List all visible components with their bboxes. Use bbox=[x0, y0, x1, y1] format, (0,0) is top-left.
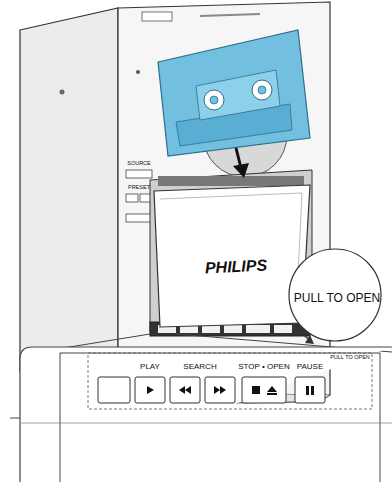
button-face bbox=[205, 377, 235, 403]
control-label: PRESET bbox=[121, 184, 157, 190]
deck-button bbox=[170, 377, 200, 403]
forward-symbol bbox=[214, 386, 226, 394]
deck-button bbox=[295, 377, 325, 403]
panel-edge bbox=[20, 423, 392, 424]
deck-key bbox=[274, 325, 292, 333]
cassette-shell bbox=[158, 30, 310, 156]
unit-front bbox=[118, 2, 330, 395]
rewind-symbol bbox=[179, 386, 191, 394]
zoom-frame bbox=[20, 347, 392, 482]
reel-hole bbox=[252, 80, 272, 100]
model-strip bbox=[200, 14, 260, 16]
door-flap bbox=[154, 185, 310, 327]
zoom-panel: PLAYSEARCHSTOP • OPENPAUSE PULL TO OPEN bbox=[20, 345, 392, 482]
button-label: PLAY bbox=[125, 363, 175, 372]
control-button bbox=[126, 170, 152, 178]
deck-button bbox=[242, 377, 286, 403]
button-face bbox=[98, 377, 130, 403]
pull-arrow-head bbox=[305, 335, 314, 344]
tape-slot bbox=[158, 176, 304, 186]
button-face bbox=[295, 377, 325, 403]
reel-hole bbox=[204, 90, 224, 110]
deck-button bbox=[205, 377, 235, 403]
control-button bbox=[126, 214, 152, 222]
deck-button bbox=[135, 377, 165, 403]
eject-bar bbox=[267, 393, 277, 395]
button-group bbox=[88, 353, 372, 409]
button-face bbox=[242, 377, 286, 403]
callout-circle bbox=[289, 249, 381, 341]
play-symbol bbox=[147, 386, 154, 394]
callout-text: PULL TO OPEN bbox=[293, 292, 381, 305]
stop-symbol bbox=[252, 386, 260, 394]
button-face bbox=[135, 377, 165, 403]
insert-arrow-head bbox=[233, 163, 249, 178]
panel-face bbox=[60, 353, 380, 482]
cassette bbox=[158, 30, 310, 156]
reel-hub bbox=[258, 86, 266, 94]
indicator bbox=[136, 70, 140, 74]
pause-bar bbox=[311, 386, 314, 395]
reel-hub bbox=[210, 96, 218, 104]
control-button bbox=[126, 194, 138, 202]
button-label: PAUSE bbox=[285, 363, 335, 372]
button-face bbox=[170, 377, 200, 403]
deck-button bbox=[98, 377, 130, 403]
button-label: PULL TO OPEN bbox=[320, 354, 380, 360]
cassette-door: PHILIPS bbox=[150, 185, 315, 330]
callout-circle: PULL TO OPEN bbox=[287, 247, 383, 343]
deck-key bbox=[224, 325, 242, 333]
leader-tick bbox=[10, 418, 20, 419]
control-label: SOURCE bbox=[121, 160, 157, 166]
pause-bar bbox=[306, 386, 309, 395]
top-badge bbox=[142, 12, 172, 21]
eject-symbol bbox=[267, 386, 277, 392]
side-screw bbox=[60, 90, 65, 95]
cassette-label bbox=[196, 70, 280, 120]
deck-key bbox=[246, 325, 270, 333]
button-label: SEARCH bbox=[170, 363, 230, 372]
cassette-well bbox=[150, 170, 312, 332]
door-bevel bbox=[160, 193, 302, 315]
unit-side bbox=[20, 8, 118, 392]
button-label: STOP • OPEN bbox=[229, 363, 299, 372]
